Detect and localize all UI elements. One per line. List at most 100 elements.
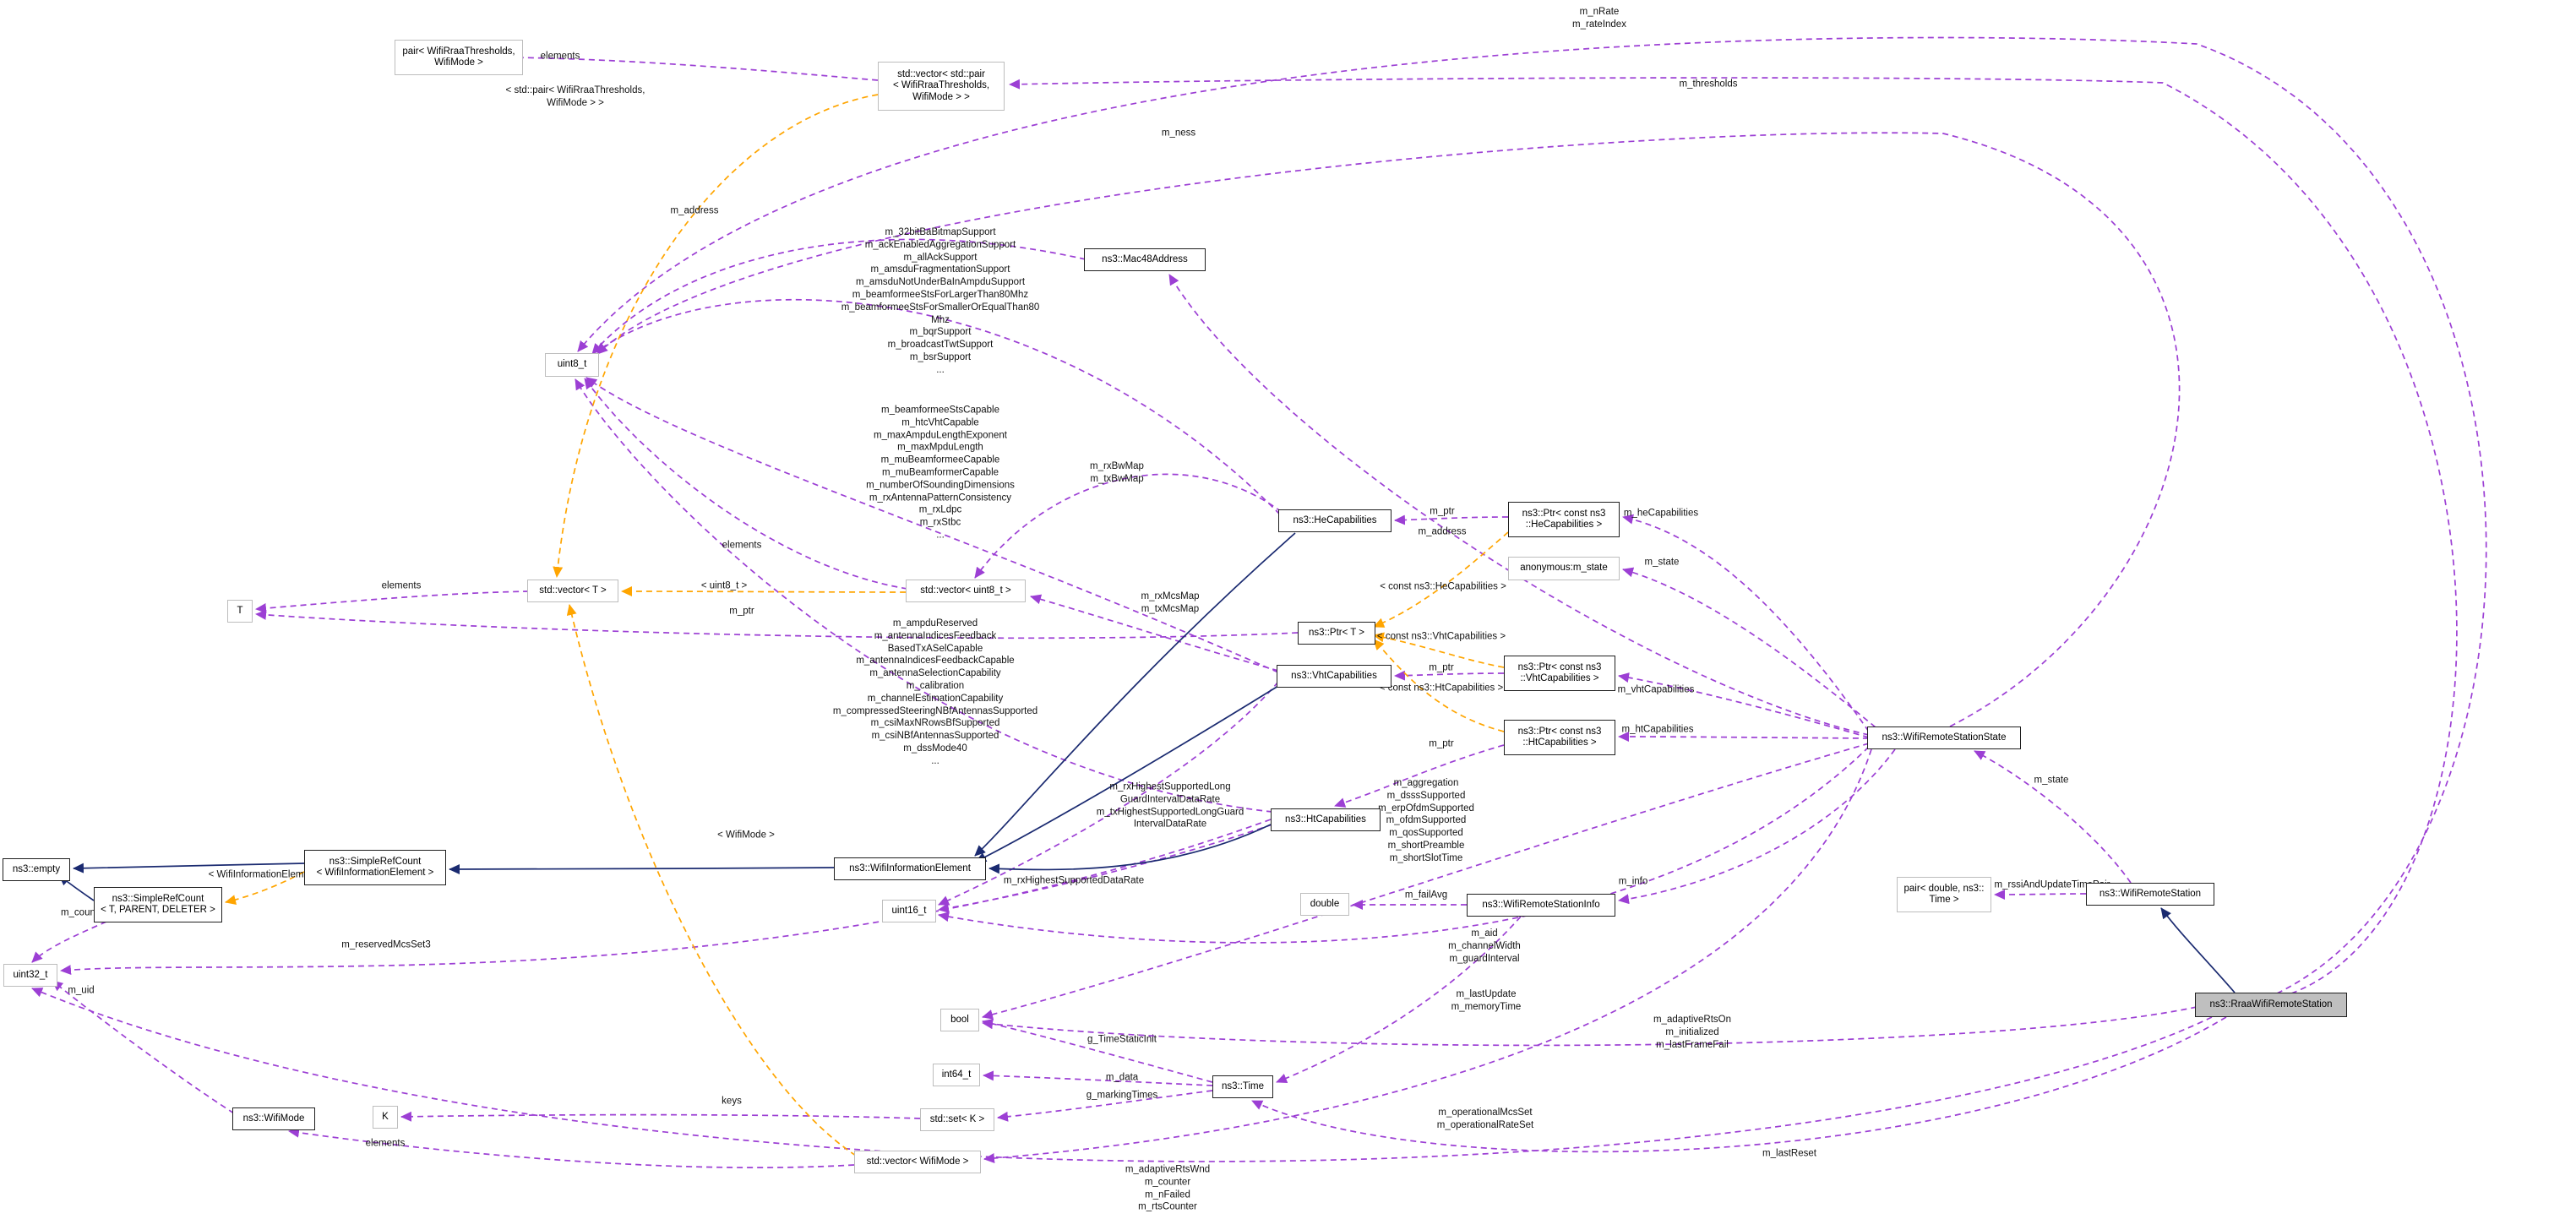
edge-label-m-rxhighest: m_rxHighestSupportedDataRate bbox=[1003, 875, 1145, 886]
edge-label-elements-u8: elements bbox=[722, 540, 762, 551]
node-bool[interactable]: bool bbox=[940, 1009, 979, 1031]
node-uint32-t[interactable]: uint32_t bbox=[3, 964, 57, 987]
edge-label-m-lastreset: m_lastReset bbox=[1762, 1148, 1816, 1159]
edge-label-m-htcapabilities: m_htCapabilities bbox=[1621, 724, 1694, 735]
edge-label-m-hecapabilities: m_heCapabilities bbox=[1623, 508, 1699, 519]
edge-inh-vht-wie bbox=[975, 685, 1279, 863]
edge-label-m-address-1: m_address bbox=[670, 205, 719, 216]
node-vector-t[interactable]: std::vector< T > bbox=[527, 580, 618, 602]
edge-label-m-thresholds: m_thresholds bbox=[1679, 79, 1738, 90]
node-uint8-t[interactable]: uint8_t bbox=[545, 353, 599, 377]
edge-m-rxbwmap bbox=[974, 473, 1283, 579]
node-vector-wifimode[interactable]: std::vector< WifiMode > bbox=[854, 1151, 981, 1173]
edge-inh-srcwie-empty bbox=[73, 863, 305, 873]
node-hecapabilities[interactable]: ns3::HeCapabilities bbox=[1278, 509, 1391, 532]
edge-label-m-ptr-t: m_ptr bbox=[729, 606, 754, 617]
edge-label-rraa-uint32-list: m_adaptiveRtsWnd m_counter m_nFailed m_r… bbox=[1125, 1164, 1211, 1212]
node-mac48address[interactable]: ns3::Mac48Address bbox=[1084, 248, 1206, 271]
edge-ht-uint8-list bbox=[575, 378, 1273, 813]
node-k[interactable]: K bbox=[373, 1106, 398, 1129]
node-htcapabilities[interactable]: ns3::HtCapabilities bbox=[1271, 808, 1381, 831]
edge-label-m-ness: m_ness bbox=[1161, 128, 1196, 139]
node-pair-thresholds[interactable]: pair< WifiRraaThresholds, WifiMode > bbox=[395, 40, 523, 75]
edge-m-rxmcsmap bbox=[1030, 594, 1279, 672]
node-wifiinformationelement[interactable]: ns3::WifiInformationElement bbox=[834, 857, 986, 880]
edge-g-timestaticinit bbox=[982, 1018, 1213, 1083]
edge-vht-uint8-list bbox=[585, 377, 1279, 673]
node-vector-pair[interactable]: std::vector< std::pair < WifiRraaThresho… bbox=[878, 62, 1005, 111]
node-simplerefcount-t[interactable]: ns3::SimpleRefCount < T, PARENT, DELETER… bbox=[94, 887, 222, 922]
edge-label-state-bool-list: m_aggregation m_dsssSupported m_erpOfdmS… bbox=[1378, 778, 1474, 863]
edge-vht-uint16-list bbox=[938, 681, 1279, 906]
edge-m-rssi bbox=[1994, 889, 2087, 900]
edge-m-count bbox=[31, 921, 107, 963]
node-t[interactable]: T bbox=[227, 600, 253, 623]
edge-m-state-1 bbox=[1622, 567, 1876, 728]
edge-label-keys: keys bbox=[722, 1096, 742, 1107]
edge-m-address-1 bbox=[591, 238, 1086, 355]
node-wifiremotestationstate[interactable]: ns3::WifiRemoteStationState bbox=[1867, 727, 2021, 749]
edge-label-m-address-2: m_address bbox=[1418, 526, 1467, 537]
edge-m-adaptivertson bbox=[982, 1006, 2197, 1047]
edge-m-hecapabilities bbox=[1622, 514, 1870, 732]
edge-tmpl-u8 bbox=[621, 586, 907, 597]
edge-elements-wifimode bbox=[288, 1127, 855, 1168]
edge-label-m-lastupdate: m_lastUpdate m_memoryTime bbox=[1451, 989, 1522, 1012]
edge-inh-ht-wie bbox=[988, 824, 1272, 874]
edge-label-m-state-1: m_state bbox=[1644, 557, 1680, 568]
node-wifimode[interactable]: ns3::WifiMode bbox=[232, 1107, 315, 1130]
edge-m-aid-list bbox=[938, 746, 1870, 944]
edge-label-he-uint8-list: m_32bitBaBitmapSupport m_ackEnabledAggre… bbox=[841, 227, 1040, 375]
edge-m-info bbox=[1618, 748, 1896, 905]
node-wifiremotestation[interactable]: ns3::WifiRemoteStation bbox=[2086, 883, 2214, 906]
node-pair-double-time[interactable]: pair< double, ns3:: Time > bbox=[1897, 877, 1991, 912]
edge-label-m-ptr-vht: m_ptr bbox=[1429, 662, 1454, 673]
node-anonymous-m-state[interactable]: anonymous:m_state bbox=[1508, 557, 1620, 580]
edge-label-vht-uint8-list: m_beamformeeStsCapable m_htcVhtCapable m… bbox=[866, 405, 1015, 541]
node-simplerefcount-wie[interactable]: ns3::SimpleRefCount < WifiInformationEle… bbox=[304, 850, 446, 885]
edge-label-elements-wifimode: elements bbox=[365, 1138, 406, 1149]
edge-label-m-ptr-he: m_ptr bbox=[1430, 506, 1455, 517]
edge-label-m-state-2: m_state bbox=[2034, 775, 2069, 786]
node-vhtcapabilities[interactable]: ns3::VhtCapabilities bbox=[1277, 665, 1391, 688]
edge-label-ht-uint8-list: m_ampduReserved m_antennaIndicesFeedback… bbox=[832, 618, 1038, 766]
edge-tmpl-wie bbox=[225, 871, 305, 906]
edge-label-m-adaptivertson: m_adaptiveRtsOn m_initialized m_lastFram… bbox=[1653, 1014, 1732, 1050]
edge-label-m-reservedmcsset3: m_reservedMcsSet3 bbox=[341, 939, 431, 950]
edge-m-operational bbox=[983, 748, 1872, 1164]
node-wifiremotestationinfo[interactable]: ns3::WifiRemoteStationInfo bbox=[1467, 894, 1615, 917]
edge-m-ptr-ht bbox=[1334, 744, 1505, 808]
edge-label-tmpl-ht: < const ns3::HtCapabilities > bbox=[1379, 683, 1504, 694]
edge-label-tmpl-he: < const ns3::HeCapabilities > bbox=[1380, 581, 1506, 592]
node-empty[interactable]: ns3::empty bbox=[3, 858, 70, 881]
edge-m-lastupdate bbox=[1276, 916, 1522, 1084]
node-vector-uint8-t[interactable]: std::vector< uint8_t > bbox=[906, 580, 1026, 602]
node-uint16-t[interactable]: uint16_t bbox=[882, 900, 936, 922]
node-rraawifiremotestation[interactable]: ns3::RraaWifiRemoteStation bbox=[2195, 993, 2347, 1017]
edge-label-m-vhtcapabilities: m_vhtCapabilities bbox=[1617, 684, 1695, 695]
edge-elements-u8 bbox=[584, 378, 908, 590]
node-ptr-const-vhtcapabilities[interactable]: ns3::Ptr< const ns3 ::VhtCapabilities > bbox=[1504, 656, 1615, 691]
edge-label-m-data: m_data bbox=[1105, 1072, 1139, 1083]
node-double[interactable]: double bbox=[1300, 893, 1349, 916]
node-time[interactable]: ns3::Time bbox=[1212, 1075, 1273, 1098]
edge-m-htcapabilities bbox=[1618, 732, 1870, 743]
edge-state-bool-list bbox=[982, 743, 1870, 1020]
edge-he-uint8-list bbox=[595, 298, 1281, 515]
node-int64-t[interactable]: int64_t bbox=[933, 1064, 980, 1086]
edge-label-m-rxmcsmap: m_rxMcsMap m_txMcsMap bbox=[1141, 591, 1200, 614]
edge-label-g-markingtimes: g_markingTimes bbox=[1086, 1090, 1158, 1101]
node-ptr-const-hecapabilities[interactable]: ns3::Ptr< const ns3 ::HeCapabilities > bbox=[1508, 502, 1620, 537]
node-ptr-t[interactable]: ns3::Ptr< T > bbox=[1298, 622, 1375, 645]
edge-tmpl-pair bbox=[553, 94, 879, 578]
node-std-set-k[interactable]: std::set< K > bbox=[920, 1108, 994, 1131]
node-ptr-const-htcapabilities[interactable]: ns3::Ptr< const ns3 ::HtCapabilities > bbox=[1504, 720, 1615, 755]
edge-keys bbox=[400, 1111, 921, 1122]
edge-label-m-ptr-ht: m_ptr bbox=[1429, 738, 1454, 749]
edge-label-m-info: m_info bbox=[1618, 876, 1648, 887]
edge-label-m-nrate: m_nRate m_rateIndex bbox=[1572, 7, 1626, 30]
edge-elements-t bbox=[255, 590, 530, 613]
edge-m-ptr-vht bbox=[1394, 670, 1505, 681]
